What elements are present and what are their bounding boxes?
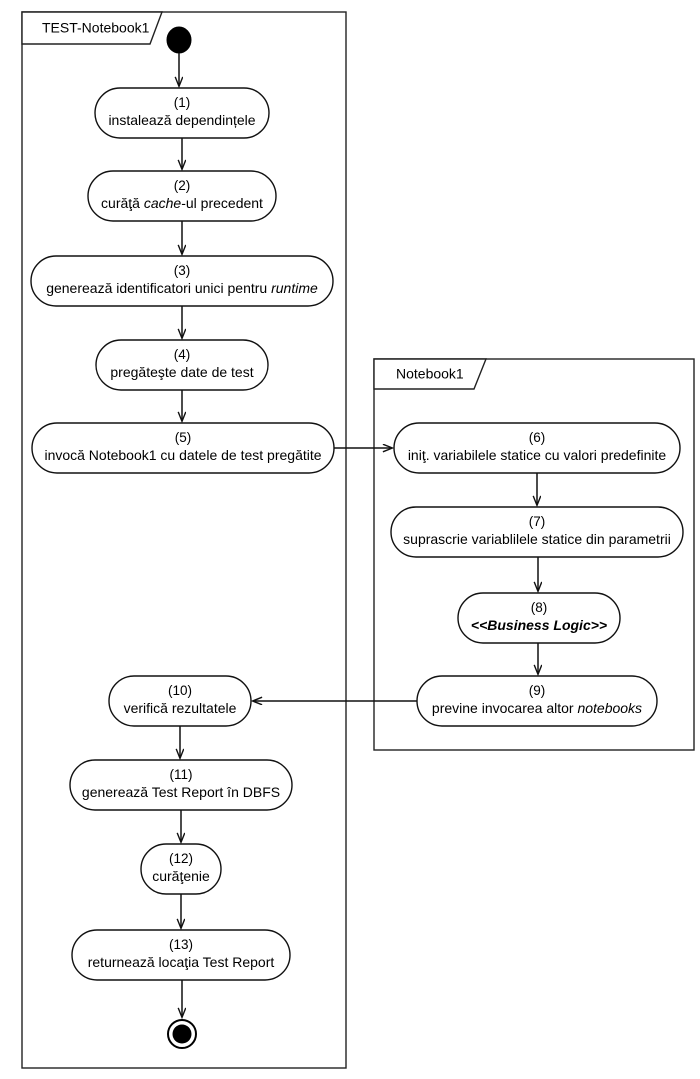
partition-notebook1[interactable]: Notebook1	[373, 358, 695, 751]
activity-node-9-number: (9)	[529, 683, 546, 698]
activity-node-1[interactable]: (1) instalează dependințele	[94, 87, 270, 139]
activity-node-12[interactable]: (12) curăţenie	[140, 843, 222, 895]
activity-node-5-shape	[31, 422, 335, 474]
activity-node-13-shape	[71, 929, 291, 981]
partition-test-notebook1-border	[21, 11, 347, 1069]
activity-node-6-number: (6)	[529, 430, 546, 445]
final-node-core	[172, 1024, 192, 1044]
activity-node-13[interactable]: (13) returnează locaţia Test Report	[71, 929, 291, 981]
activity-node-12-number: (12)	[169, 851, 193, 866]
activity-node-2-shape	[87, 170, 277, 222]
activity-node-9-shape	[416, 675, 658, 727]
activity-node-6-label: iniţ. variabilele statice cu valori pred…	[408, 447, 667, 463]
activity-node-8-shape	[457, 592, 621, 644]
activity-node-3-label: generează identificatori unici pentru ru…	[46, 280, 318, 296]
activity-node-9-label: previne invocarea altor notebooks	[432, 700, 642, 716]
activity-node-8-label: <<Business Logic>>	[471, 617, 607, 633]
activity-node-7-shape	[390, 506, 684, 558]
activity-node-2[interactable]: (2) curăţă cache-ul precedent	[87, 170, 277, 222]
activity-node-6-shape	[393, 422, 681, 474]
partition-test-notebook1[interactable]: TEST-Notebook1	[21, 11, 347, 1069]
activity-node-5[interactable]: (5) invocă Notebook1 cu datele de test p…	[31, 422, 335, 474]
activity-node-7-number: (7)	[529, 514, 546, 529]
activity-node-12-label: curăţenie	[152, 868, 210, 884]
activity-node-5-number: (5)	[175, 430, 192, 445]
partition-test-notebook1-tab	[21, 11, 164, 45]
activity-node-1-number: (1)	[174, 95, 191, 110]
final-node[interactable]	[167, 1019, 197, 1049]
activity-node-11-label: generează Test Report în DBFS	[82, 784, 280, 800]
activity-node-12-shape	[140, 843, 222, 895]
activity-node-7-label: suprascrie variablilele statice din para…	[403, 531, 671, 547]
activity-node-11[interactable]: (11) generează Test Report în DBFS	[69, 759, 293, 811]
partition-notebook1-border	[373, 358, 695, 751]
activity-node-6[interactable]: (6) iniţ. variabilele statice cu valori …	[393, 422, 681, 474]
activity-node-3-number: (3)	[174, 263, 191, 278]
activity-node-10-number: (10)	[168, 683, 192, 698]
activity-node-11-shape	[69, 759, 293, 811]
activity-node-8[interactable]: (8) <<Business Logic>>	[457, 592, 621, 644]
partition-notebook1-label: Notebook1	[396, 366, 464, 382]
activity-node-10-shape	[108, 675, 252, 727]
activity-node-10[interactable]: (10) verifică rezultatele	[108, 675, 252, 727]
activity-node-3[interactable]: (3) generează identificatori unici pentr…	[30, 255, 334, 307]
activity-node-3-shape	[30, 255, 334, 307]
activity-node-13-number: (13)	[169, 937, 193, 952]
initial-node[interactable]	[166, 26, 192, 54]
activity-node-4-label: pregăteşte date de test	[110, 364, 253, 380]
activity-node-4-shape	[95, 339, 269, 391]
activity-node-7[interactable]: (7) suprascrie variablilele statice din …	[390, 506, 684, 558]
partition-notebook1-tab	[373, 358, 488, 390]
activity-node-4-number: (4)	[174, 347, 191, 362]
activity-node-9[interactable]: (9) previne invocarea altor notebooks	[416, 675, 658, 727]
activity-node-2-number: (2)	[174, 178, 191, 193]
activity-node-5-label: invocă Notebook1 cu datele de test pregă…	[44, 447, 321, 463]
activity-node-13-label: returnează locaţia Test Report	[88, 954, 275, 970]
activity-node-1-label: instalează dependințele	[108, 112, 255, 128]
activity-node-4[interactable]: (4) pregăteşte date de test	[95, 339, 269, 391]
activity-node-8-number: (8)	[531, 600, 548, 615]
activity-node-1-shape	[94, 87, 270, 139]
activity-node-10-label: verifică rezultatele	[124, 700, 237, 716]
activity-node-11-number: (11)	[169, 767, 192, 782]
activity-node-2-label: curăţă cache-ul precedent	[101, 195, 263, 211]
partition-test-notebook1-label: TEST-Notebook1	[42, 20, 150, 36]
